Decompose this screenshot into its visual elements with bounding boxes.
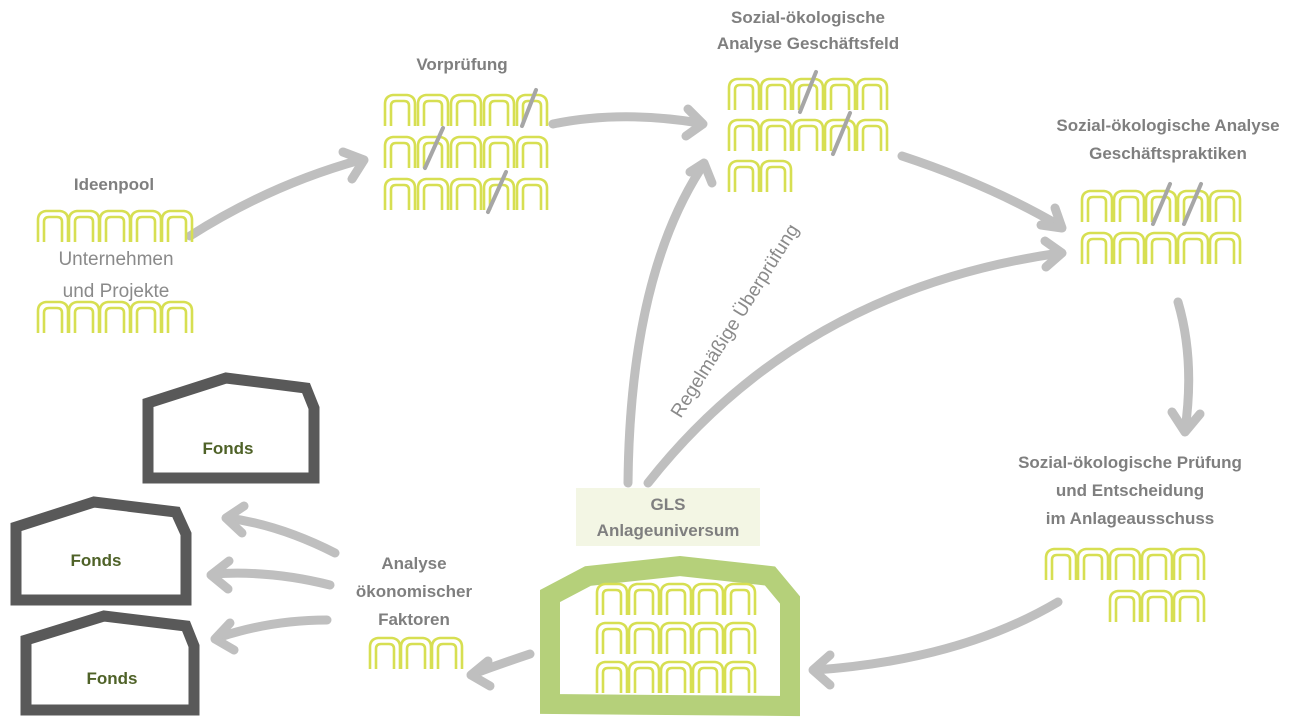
node-analyse-geschaeftsfeld: Sozial-ökologische Analyse Geschäftsfeld [717,8,899,194]
gls-label-background [576,488,760,546]
arrow-geschaeftsfeld-to-praktiken [897,151,1065,231]
praktiken-line1: Sozial-ökologische Analyse [1056,116,1279,135]
arrow-analyse-to-fonds-3 [212,615,332,643]
pruefung-line3: im Anlageausschuss [1046,509,1215,528]
ideenpool-line2: und Projekte [63,281,170,302]
fonds-1-house-shape [142,372,320,484]
pruefung-line1: Sozial-ökologische Prüfung [1018,453,1242,472]
node-pruefung-entscheidung: Sozial-ökologische Prüfung und Entscheid… [1018,453,1242,624]
gls-line2: Anlageuniversum [597,521,740,540]
fonds-2: Fonds [10,496,192,606]
arrow-pruefung-to-gls [810,597,1063,675]
arrow-gls-to-praktiken [643,248,1065,488]
arrowhead-praktiken-2 [1040,236,1067,272]
arrowhead-gls [808,650,835,690]
node-gls-anlageuniversum: GLS Anlageuniversum [540,488,800,717]
arrowhead-analyse [466,656,495,691]
arrowhead-praktiken [1036,203,1067,233]
pruefung-line2: und Entscheidung [1056,481,1204,500]
node-vorpruefung: Vorprüfung [383,55,549,214]
vorpruefung-title: Vorprüfung [416,55,507,74]
node-ideenpool: Ideenpool Unternehmen und Projekte [36,175,194,335]
arrowhead-geschaeftsfeld-up [685,158,717,188]
arrow-ideenpool-to-vorpruefung [185,155,365,241]
arrowhead-fonds-3 [210,618,239,655]
arrow-vorpruefung-to-geschaeftsfeld [548,112,705,129]
arrowhead-geschaeftsfeld [681,104,708,141]
oekonomisch-line2: ökonomischer [356,582,473,601]
oekonomisch-line1: Analyse [381,554,446,573]
vorpruefung-huts [383,93,549,212]
ideenpool-huts-top [36,209,194,244]
fonds-1: Fonds [142,372,320,484]
arrowhead-fonds-2 [206,556,234,594]
ideenpool-line1: Unternehmen [58,249,173,270]
arrowhead-fonds-1 [221,501,249,538]
gls-line1: GLS [651,495,686,514]
arrow-gls-to-geschaeftsfeld [623,165,705,488]
node-analyse-oekonomisch: Analyse ökonomischer Faktoren [356,554,473,671]
vorpruefung-rejections [423,88,538,214]
fonds-3-house-shape [20,610,200,716]
ideenpool-title: Ideenpool [74,175,154,194]
arrow-analyse-to-fonds-2 [208,568,335,590]
pruefung-huts [1044,547,1206,624]
node-analyse-geschaeftspraktiken: Sozial-ökologische Analyse Geschäftsprak… [1056,116,1280,266]
arrowhead-vorpruefung [338,147,369,184]
fonds-1-label: Fonds [203,439,254,458]
praktiken-line2: Geschäftspraktiken [1089,144,1247,163]
oekonomisch-huts [368,636,464,671]
arrows [185,104,1205,691]
geschaeftsfeld-line1: Sozial-ökologische [731,8,885,27]
fonds-2-label: Fonds [71,551,122,570]
ideenpool-huts-bottom [36,300,194,335]
praktiken-rejections [1151,182,1203,226]
geschaeftsfeld-rejections [798,70,852,156]
fonds-2-house-shape [10,496,192,606]
oekonomisch-line3: Faktoren [378,610,450,629]
arrow-praktiken-to-pruefung [1173,297,1194,435]
arrowhead-pruefung [1167,407,1205,437]
fonds-3: Fonds [20,610,200,716]
fonds-3-label: Fonds [87,669,138,688]
arrow-analyse-to-fonds-1 [223,513,340,558]
geschaeftsfeld-line2: Analyse Geschäftsfeld [717,34,899,53]
